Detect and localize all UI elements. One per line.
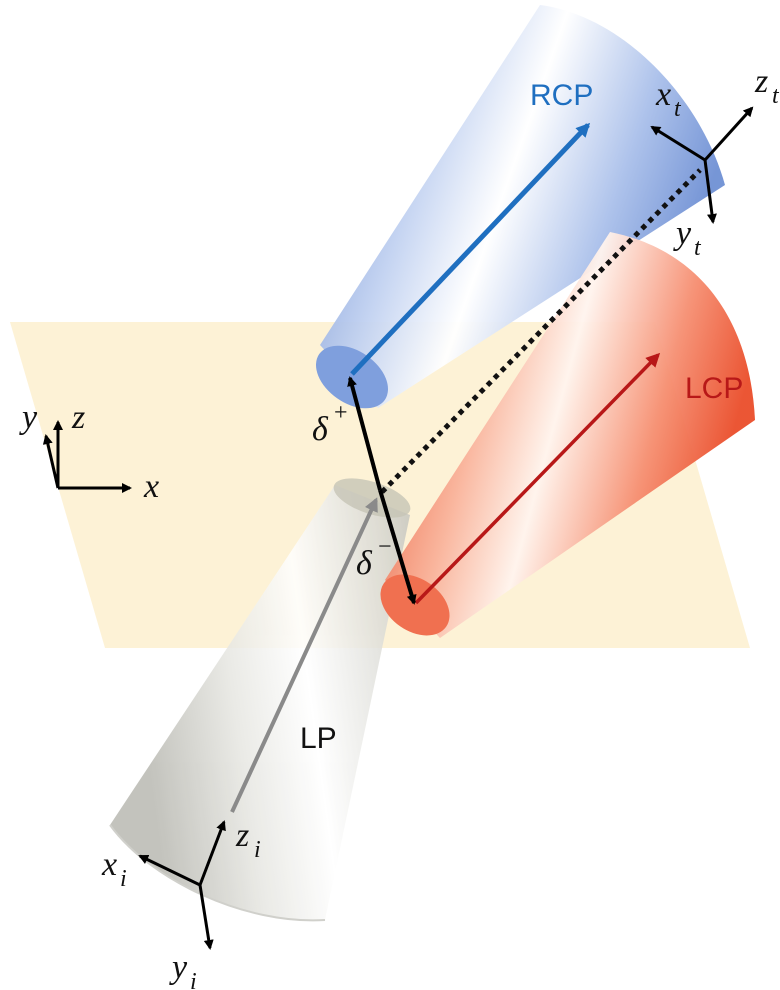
svg-text:δ: δ [356, 545, 373, 582]
plane-y-label: y [19, 399, 38, 436]
svg-text:t: t [772, 83, 780, 109]
transmitted-axes: x t z t y t [650, 63, 780, 261]
incident-y-label: y [169, 949, 188, 986]
delta-minus-arrow [378, 489, 417, 605]
svg-text:δ: δ [312, 411, 329, 448]
svg-text:t: t [674, 96, 682, 122]
transmitted-z-label: z [754, 63, 768, 100]
transmitted-y-label: y [673, 215, 692, 252]
svg-text:−: − [378, 534, 392, 560]
svg-text:i: i [190, 969, 197, 990]
svg-text:+: + [334, 400, 348, 426]
plane-axes: x y z [19, 399, 159, 505]
delta-plus-arrow [347, 376, 382, 491]
svg-text:t: t [694, 235, 702, 261]
svg-text:i: i [254, 837, 261, 863]
plane-z-label: z [71, 399, 85, 436]
rcp-label: RCP [530, 79, 593, 112]
lcp-beam [380, 232, 755, 638]
lp-propagation-arrow [230, 497, 378, 813]
lcp-propagation-arrow [414, 352, 661, 605]
incident-z-label: z [235, 817, 249, 854]
delta-minus-label: δ − [356, 534, 392, 582]
lp-label: LP [300, 722, 337, 755]
incident-x-label: x [101, 846, 117, 883]
delta-plus-label: δ + [312, 400, 348, 448]
rcp-propagation-arrow [350, 122, 591, 376]
incident-axes: x i z i y i [101, 817, 261, 990]
svg-text:i: i [120, 866, 127, 892]
lcp-label: LCP [685, 372, 743, 405]
plane-x-label: x [143, 468, 159, 505]
transmitted-x-label: x [655, 76, 671, 113]
